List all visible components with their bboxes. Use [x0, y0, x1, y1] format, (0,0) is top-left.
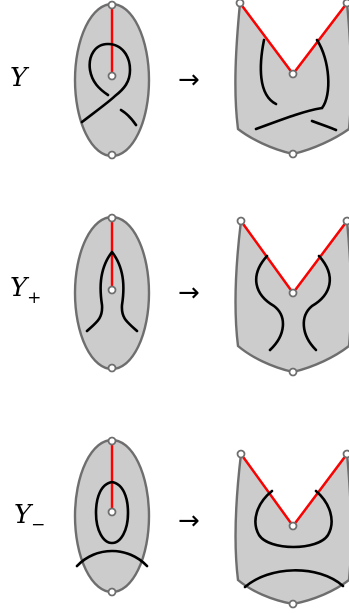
- top-left-node: [236, 216, 246, 226]
- row-y-minus: Y− →: [14, 436, 349, 609]
- closed-loop: [94, 480, 130, 545]
- shield-diagram: [234, 0, 349, 159]
- bottom-node: [288, 367, 298, 377]
- center-node: [288, 521, 298, 531]
- strand-cross: [254, 106, 324, 131]
- top-right-node: [342, 216, 349, 226]
- arc-strand: [75, 549, 149, 568]
- bottom-node: [288, 149, 298, 159]
- ellipse-diagram: [73, 436, 151, 597]
- row-label: Y: [10, 63, 30, 93]
- arc-strand: [243, 569, 345, 589]
- arrow: →: [178, 506, 200, 536]
- shield-diagram: [234, 449, 349, 609]
- strand-right: [315, 38, 330, 110]
- strand-segment: [119, 108, 138, 127]
- strand-right: [302, 254, 332, 352]
- cup-strand: [254, 489, 333, 549]
- row-label: Y+: [10, 273, 41, 308]
- strand-left: [254, 254, 285, 352]
- bottom-node: [288, 599, 298, 609]
- strand-left: [259, 38, 278, 106]
- arrow: →: [178, 278, 200, 308]
- center-node: [107, 507, 117, 517]
- ellipse-diagram: [73, 213, 151, 373]
- shield-region: [234, 0, 349, 156]
- top-right-node: [342, 0, 349, 8]
- top-node: [107, 436, 117, 446]
- top-left-node: [236, 449, 246, 459]
- center-node: [107, 71, 117, 81]
- loop-strand: [80, 42, 132, 124]
- row-y-plus: Y+ →: [10, 213, 349, 377]
- row-label: Y−: [14, 500, 45, 535]
- shield-diagram: [234, 216, 349, 377]
- top-right-node: [342, 449, 349, 459]
- bottom-node: [107, 587, 117, 597]
- center-node: [107, 285, 117, 295]
- bottom-node: [107, 150, 117, 160]
- strand-segment: [310, 119, 338, 132]
- top-node: [107, 0, 117, 10]
- hairpin-strand: [85, 250, 139, 333]
- arrow: →: [178, 65, 200, 95]
- center-node: [288, 288, 298, 298]
- top-node: [107, 213, 117, 223]
- row-y: Y →: [10, 0, 349, 160]
- ellipse-diagram: [73, 0, 151, 160]
- bottom-node: [107, 363, 117, 373]
- top-left-node: [235, 0, 245, 8]
- center-node: [288, 69, 298, 79]
